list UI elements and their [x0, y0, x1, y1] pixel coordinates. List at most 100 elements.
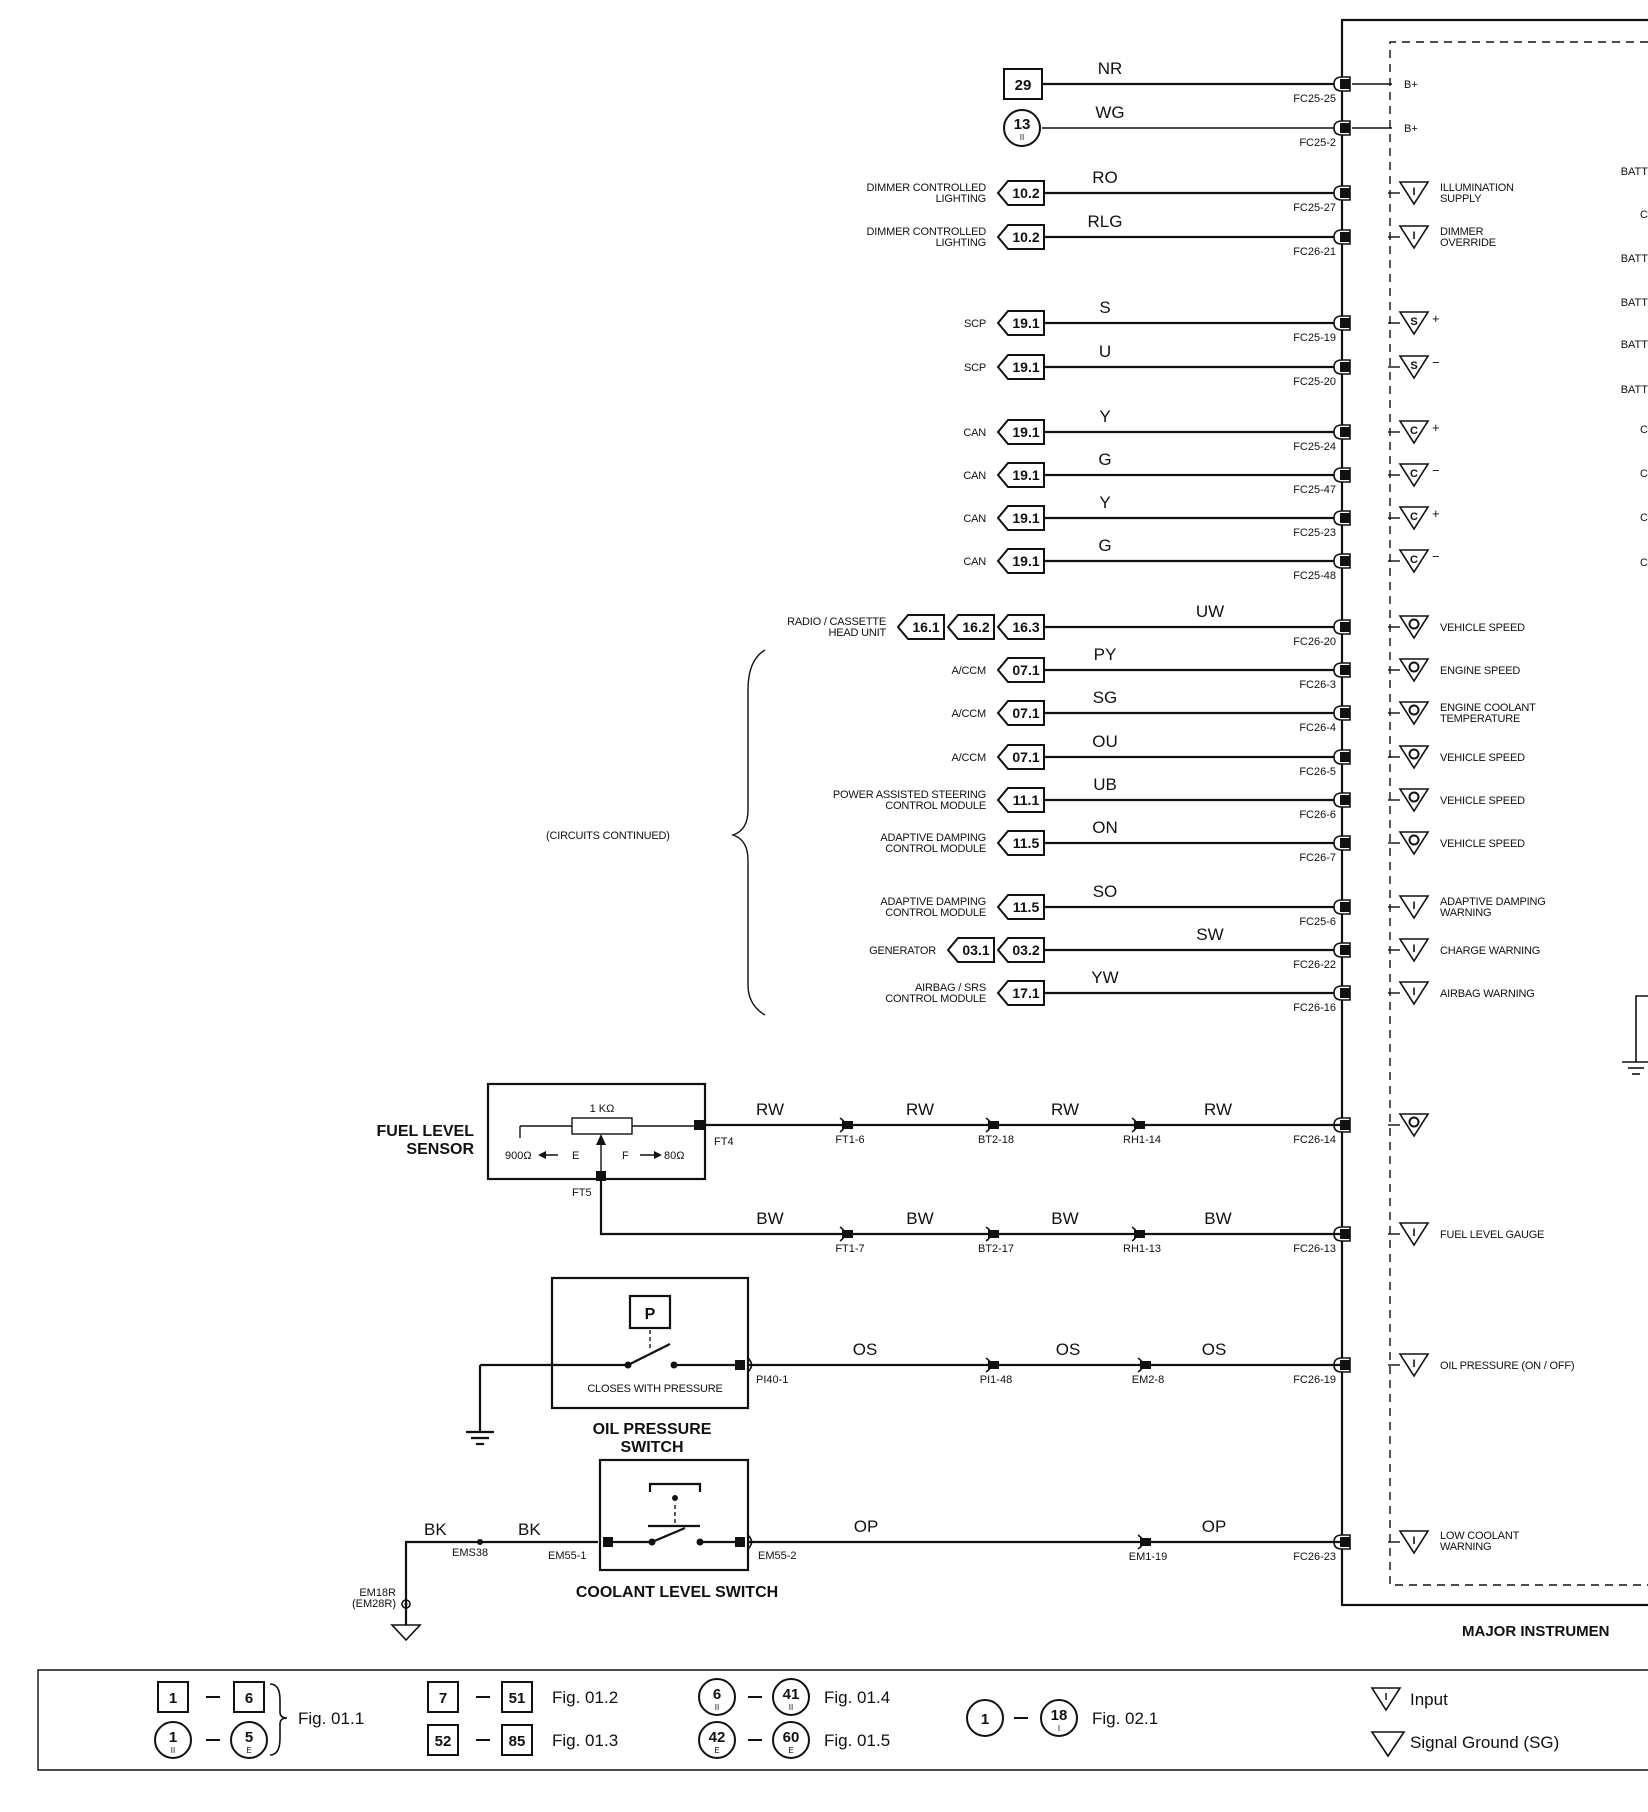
- connector-pin: FC26-16: [1293, 1002, 1336, 1014]
- connector-pin: FC26-20: [1293, 636, 1336, 648]
- legend-circle-sub: E: [246, 1746, 251, 1755]
- reference-number: 16.3: [1012, 619, 1039, 635]
- wire-color: BW: [1051, 1209, 1078, 1228]
- connector-pin: FC26-19: [1293, 1374, 1336, 1386]
- oil-title-2: SWITCH: [620, 1439, 683, 1456]
- fuel-e: E: [572, 1150, 579, 1162]
- input-symbol: S−: [1388, 355, 1440, 380]
- legend-circle-number: 41: [783, 1686, 800, 1703]
- fuel-f: F: [622, 1150, 629, 1162]
- oil-caption: CLOSES WITH PRESSURE: [587, 1383, 722, 1395]
- reference-number: 10.2: [1012, 229, 1039, 245]
- svg-text:I: I: [1412, 1535, 1415, 1547]
- svg-text:+: +: [1432, 420, 1440, 435]
- input-symbol: I: [1388, 1530, 1430, 1555]
- legend-figure: Fig. 01.5: [824, 1731, 890, 1750]
- input-symbol: I: [1388, 1222, 1430, 1247]
- wire-color: OS: [1202, 1340, 1227, 1359]
- legend-box-number: 6: [245, 1690, 253, 1707]
- module-internal-label: C: [1640, 209, 1648, 221]
- wire-color: RW: [1204, 1100, 1232, 1119]
- legend-box: [233, 1681, 265, 1713]
- output-symbol: [1388, 831, 1430, 856]
- input-symbol: I: [1388, 1353, 1430, 1378]
- wire-color: OP: [854, 1517, 879, 1536]
- connector-pin: FC25-48: [1293, 570, 1336, 582]
- fuel-title-1: FUEL LEVEL: [377, 1123, 475, 1140]
- svg-text:−: −: [1432, 355, 1440, 370]
- pin-label: ILLUMINATION: [1440, 182, 1514, 194]
- reference-number: 17.1: [1012, 985, 1039, 1001]
- svg-text:C: C: [1410, 511, 1418, 523]
- legend-figure: Fig. 01.2: [552, 1688, 618, 1707]
- circuit-name: HEAD UNIT: [829, 627, 887, 639]
- circuit-name: A/CCM: [952, 708, 986, 720]
- connector-pin: FC25-25: [1293, 93, 1336, 105]
- output-symbol: [1388, 788, 1430, 813]
- wire-color: SW: [1196, 925, 1223, 944]
- circuit-name: CAN: [963, 470, 986, 482]
- wire-color: RO: [1092, 168, 1118, 187]
- instrument-module-inner-outline: [1389, 41, 1648, 1586]
- pin-label: B+: [1404, 123, 1418, 135]
- reference-box: [946, 937, 995, 963]
- wire-color: BW: [1204, 1209, 1231, 1228]
- wire-color: BW: [756, 1209, 783, 1228]
- legend-figure: Fig. 01.3: [552, 1731, 618, 1750]
- circuits-brace: [730, 649, 766, 1016]
- fuel-right-ohm: 80Ω: [664, 1150, 684, 1162]
- output-symbol: [1388, 1113, 1430, 1138]
- legend-circle-sub: II: [171, 1746, 175, 1755]
- legend-signal-ground-label: Signal Ground (SG): [1410, 1733, 1559, 1752]
- reference-number: 19.1: [1012, 315, 1039, 331]
- inline-connector-label: PI40-1: [756, 1374, 788, 1386]
- inline-connector-label: FT1-6: [835, 1134, 864, 1146]
- input-symbol: I: [1388, 895, 1430, 920]
- circuit-name: RADIO / CASSETTE: [787, 616, 886, 628]
- legend-box: [427, 1724, 459, 1756]
- circuit-name: GENERATOR: [869, 945, 936, 957]
- svg-text:I: I: [1412, 1358, 1415, 1370]
- svg-text:I: I: [1412, 1227, 1415, 1239]
- pin-label: CHARGE WARNING: [1440, 945, 1540, 957]
- wire-color: UB: [1093, 775, 1117, 794]
- module-internal-label: BATT: [1621, 166, 1648, 178]
- legend-box: [501, 1724, 533, 1756]
- connector-pin: FC26-4: [1299, 722, 1336, 734]
- wire-color: OP: [1202, 1517, 1227, 1536]
- connector-pin: FC25-47: [1293, 484, 1336, 496]
- supply-circle: [1003, 109, 1041, 147]
- input-symbol: C+: [1388, 506, 1440, 531]
- legend-circle: [698, 1678, 736, 1716]
- reference-number: 16.1: [912, 619, 939, 635]
- wire-color: SO: [1093, 882, 1118, 901]
- coolant-bk-2: BK: [518, 1520, 541, 1539]
- reference-number: 10.2: [1012, 185, 1039, 201]
- wire-color: OU: [1092, 732, 1118, 751]
- supply-circle-sub: II: [1020, 133, 1024, 142]
- module-internal-label: C: [1640, 557, 1648, 569]
- legend-circle: [698, 1721, 736, 1759]
- circuit-name: LIGHTING: [936, 237, 986, 249]
- connector-pin: FC25-19: [1293, 332, 1336, 344]
- legend-circle-number: 6: [713, 1686, 721, 1703]
- circuit-name: AIRBAG / SRS: [915, 982, 986, 994]
- input-symbol: I: [1388, 981, 1430, 1006]
- legend-circle-number: 1: [169, 1729, 177, 1746]
- pin-label: B+: [1404, 79, 1418, 91]
- coolant-em55-2: EM55-2: [758, 1550, 797, 1562]
- inline-connector-label: FT1-7: [835, 1243, 864, 1255]
- legend-circle-number: 5: [245, 1729, 253, 1746]
- connector-pin: FC26-5: [1299, 766, 1336, 778]
- oil-title-1: OIL PRESSURE: [593, 1421, 712, 1438]
- reference-number: 11.5: [1013, 899, 1040, 915]
- pin-label: FUEL LEVEL GAUGE: [1440, 1229, 1544, 1241]
- circuit-name: CONTROL MODULE: [885, 800, 986, 812]
- connector-pin: FC25-24: [1293, 441, 1336, 453]
- connector-pin: FC26-3: [1299, 679, 1336, 691]
- connector-pin: FC25-6: [1299, 916, 1336, 928]
- legend-circle-number: 18: [1051, 1707, 1068, 1724]
- pin-label: WARNING: [1440, 1541, 1491, 1553]
- circuit-name: SCP: [964, 318, 986, 330]
